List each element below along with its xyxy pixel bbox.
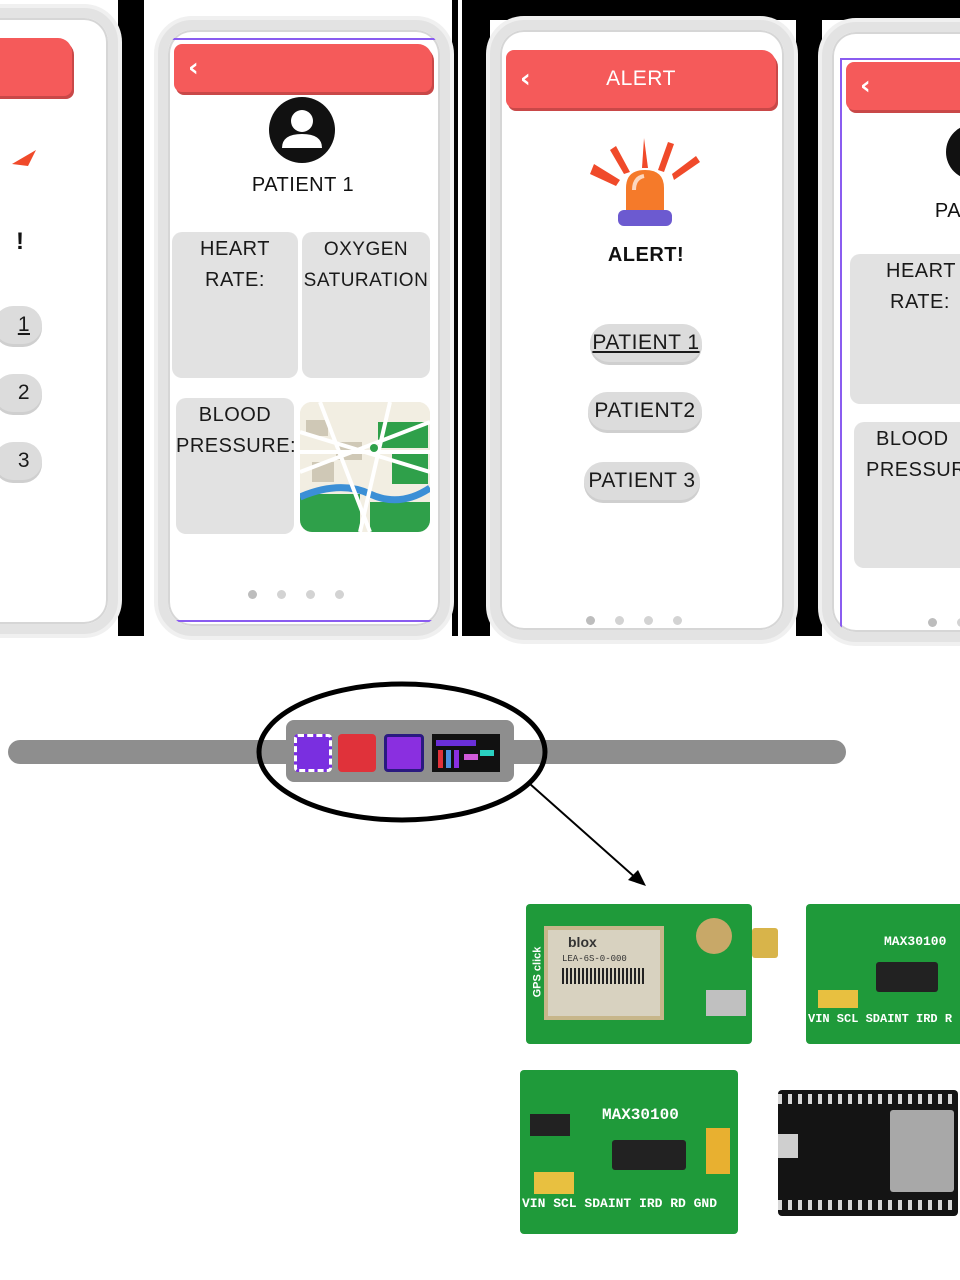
chevron-left-icon[interactable]: ‹ [188, 53, 199, 83]
app-bar: ‹ [174, 44, 432, 92]
chip-label: MAX30100 [602, 1106, 679, 1124]
arrow-icon [529, 783, 646, 886]
phone-screen-4: ‹ PA HEART RATE: BLOOD PRESSURI [822, 22, 960, 642]
siren-icon [12, 150, 36, 166]
antenna-connector [752, 928, 778, 958]
heart-rate-card[interactable]: HEART RATE: [850, 254, 960, 404]
app-bar: ‹ ALERT [506, 50, 776, 108]
gps-side-label: GPS click [531, 946, 544, 998]
blood-pressure-card[interactable]: BLOOD PRESSURE: [176, 398, 297, 534]
chip-icon-violet[interactable] [384, 734, 424, 772]
card-label-line: HEART [886, 260, 956, 282]
alert-exclaim: ! [16, 228, 24, 255]
selection-outline [840, 58, 960, 632]
patient-row-2[interactable]: 2 [0, 374, 42, 412]
page-dot[interactable] [335, 590, 344, 599]
patient-button-label: PATIENT 1 [592, 331, 700, 354]
page-indicator [586, 616, 682, 625]
oxygen-saturation-card[interactable]: OXYGEN SATURATION [302, 232, 430, 378]
card-label-line: SATURATION [303, 270, 429, 291]
alert-heading: ALERT! [607, 244, 685, 266]
map-icon[interactable] [300, 402, 430, 532]
card-label-line: BLOOD [876, 428, 949, 450]
sensor-chip [612, 1140, 686, 1170]
patient-button-label: PATIENT 3 [588, 469, 696, 492]
page-indicator [248, 590, 344, 599]
app-bar [0, 38, 72, 96]
patient-button-1[interactable]: PATIENT 1 [590, 324, 702, 362]
page-indicator [928, 618, 960, 627]
usb-port [706, 990, 746, 1016]
page-dot[interactable] [928, 618, 937, 627]
pin-header [778, 1200, 958, 1210]
phone-screen-3: ‹ ALERT ALERT! PATIENT 1 PATIENT2 PATIEN… [490, 20, 794, 640]
phone-screen-1: ! 1 2 3 [0, 8, 118, 634]
chip-label: MAX30100 [884, 934, 947, 949]
battery-cell [696, 918, 732, 954]
patient-row-label: 2 [17, 381, 30, 404]
gps-board-image: blox LEA-6S-0-000 GPS click [526, 904, 752, 1044]
card-label-line: RATE: [205, 269, 265, 291]
capacitor [706, 1128, 730, 1174]
esp-board-image [778, 1090, 958, 1216]
app-bar-title: ALERT [606, 67, 676, 90]
divider [462, 0, 490, 636]
user-avatar-icon [946, 124, 960, 180]
divider [462, 0, 960, 20]
sensor-chip [876, 962, 938, 992]
user-avatar-icon [269, 97, 335, 163]
patient-row-1[interactable]: 1 [0, 306, 42, 344]
page-dot[interactable] [957, 618, 960, 627]
chip-icon-purple[interactable] [294, 734, 332, 772]
page-dot[interactable] [586, 616, 595, 625]
app-bar: ‹ [846, 62, 960, 110]
patient-button-label: PATIENT2 [594, 399, 696, 422]
siren-icon [590, 138, 700, 226]
divider [118, 0, 144, 636]
usb-port [778, 1134, 798, 1158]
patient-name: PA [934, 200, 960, 222]
signal-chip-icon[interactable] [432, 734, 500, 772]
page-dot[interactable] [277, 590, 286, 599]
blood-pressure-card[interactable]: BLOOD PRESSURI [854, 422, 960, 568]
page-dot[interactable] [644, 616, 653, 625]
heart-rate-card[interactable]: HEART RATE: [172, 232, 298, 378]
card-label-line: BLOOD [198, 404, 272, 426]
chevron-left-icon[interactable]: ‹ [860, 71, 871, 101]
patient-button-3[interactable]: PATIENT 3 [584, 462, 700, 500]
selection-outline [168, 38, 440, 622]
pin-labels: VIN SCL SDAINT IRD RD GND [522, 1196, 718, 1211]
phone-screen-2: ‹ PATIENT 1 HEART RATE: OXYGEN SATURATIO… [158, 20, 450, 636]
card-label-line: RATE: [890, 291, 950, 313]
card-label-line: HEART [200, 238, 270, 260]
barcode [562, 968, 644, 984]
card-label-line: OXYGEN [323, 239, 409, 260]
highlight-ellipse [256, 681, 548, 823]
patient-row-label: 3 [17, 449, 30, 472]
chevron-left-icon[interactable]: ‹ [520, 64, 531, 94]
divider [452, 0, 458, 636]
patient-row-label: 1 [17, 313, 30, 336]
page-dot[interactable] [306, 590, 315, 599]
page-dot[interactable] [673, 616, 682, 625]
pin-header [778, 1094, 958, 1104]
chip-icon-red[interactable] [338, 734, 376, 772]
patient-name: PATIENT 1 [251, 174, 355, 196]
pin-labels: VIN SCL SDAINT IRD R [808, 1012, 953, 1026]
card-label-line: PRESSURE: [176, 435, 297, 457]
patient-row-3[interactable]: 3 [0, 442, 42, 480]
ic-chip [530, 1114, 570, 1136]
page-dot[interactable] [615, 616, 624, 625]
divider [796, 0, 822, 636]
capacitor [534, 1172, 574, 1194]
wifi-module [890, 1110, 954, 1192]
sensor-board-bottom-image: MAX30100 VIN SCL SDAINT IRD RD GND [520, 1070, 738, 1234]
page-dot[interactable] [248, 590, 257, 599]
gps-model: LEA-6S-0-000 [562, 954, 627, 964]
patient-button-2[interactable]: PATIENT2 [588, 392, 702, 430]
sensor-board-top-image: MAX30100 VIN SCL SDAINT IRD R [806, 904, 960, 1044]
capacitor [818, 990, 858, 1008]
gps-brand: blox [568, 934, 597, 950]
card-label-line: PRESSURI [866, 459, 960, 481]
